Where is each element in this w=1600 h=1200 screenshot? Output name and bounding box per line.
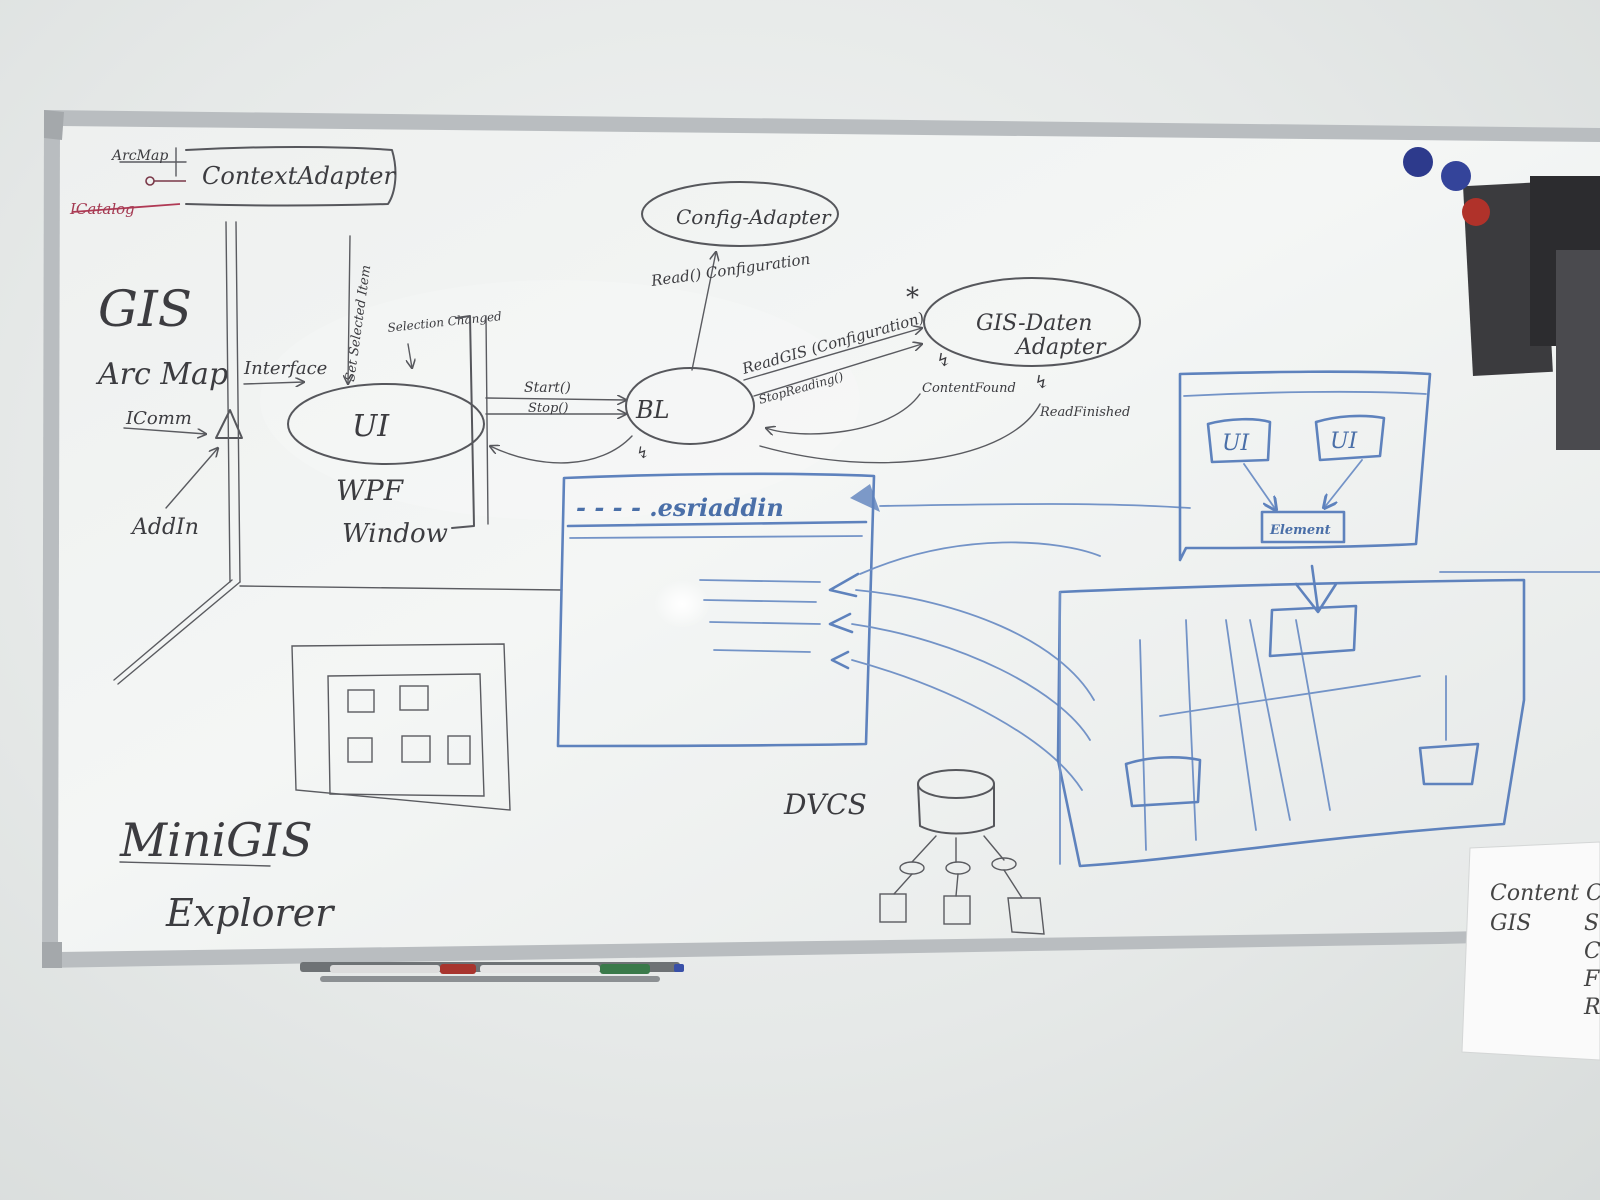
gis-data-adapter-ellipse — [923, 277, 1141, 367]
note-line-1: Content — [1490, 881, 1579, 906]
dvcs-label: DVCS — [783, 788, 867, 821]
gis-label: GIS — [98, 280, 192, 338]
window-label: Window — [342, 519, 448, 549]
magnet-blue-2 — [1441, 161, 1471, 191]
minigis-explorer-sketch: MiniGIS Explorer — [119, 643, 511, 935]
ui-left-label: UI — [1222, 431, 1251, 456]
bl-label: BL — [635, 396, 670, 424]
config-adapter-ellipse — [641, 181, 839, 247]
svg-text:R: R — [1583, 995, 1600, 1020]
svg-text:S: S — [1584, 911, 1599, 936]
ui-ellipse — [287, 383, 485, 465]
ui-label: UI — [352, 409, 390, 444]
addin-label: AddIn — [130, 515, 199, 540]
ui-right-label: UI — [1330, 429, 1359, 454]
stop-label: Stop() — [528, 401, 568, 416]
star-label: * — [906, 283, 919, 313]
context-adapter-label: ContextAdapter — [202, 162, 397, 190]
svg-text:C: C — [1584, 939, 1600, 964]
wpf-window-sketch: UI WPF Window — [287, 315, 489, 549]
explorer-label: Explorer — [165, 891, 336, 935]
gis-data-adapter: GIS-Daten Adapter * ↯ ↯ ContentFound Rea… — [906, 277, 1141, 420]
element-label: Element — [1269, 523, 1331, 538]
start-stop-arrows: Start() Stop() ↯ — [485, 380, 649, 464]
context-adapter-box: ArcMap ContextAdapter ICatalog — [69, 146, 397, 218]
svg-text:F: F — [1583, 967, 1600, 992]
gis-data-adapter-line1: GIS-Daten — [976, 311, 1092, 336]
minigis-label: MiniGIS — [119, 813, 313, 867]
arcmap-label: Arc Map — [95, 357, 228, 392]
perspective-lines — [113, 221, 563, 685]
svg-text:↯: ↯ — [936, 350, 951, 371]
gis-data-adapter-line2: Adapter — [1014, 335, 1107, 360]
light-glare — [654, 580, 710, 628]
magnet-red — [1462, 198, 1490, 226]
interface-label: Interface — [243, 358, 327, 379]
marker-tray — [300, 962, 684, 982]
icomm-label: IComm — [125, 408, 192, 429]
blue-room-sketch — [1056, 571, 1600, 868]
arcmap-small-label: ArcMap — [110, 148, 168, 164]
dvcs-sketch: DVCS — [783, 769, 1045, 935]
bl-ellipse — [625, 367, 755, 445]
svg-text:↯: ↯ — [1034, 372, 1049, 393]
esriaddin-window: - - - - .esriaddin — [556, 472, 880, 748]
wpf-label: WPF — [336, 474, 405, 507]
note-line-2: GIS — [1490, 911, 1531, 936]
catalog-red-label: ICatalog — [69, 200, 135, 218]
magnets-and-photos — [1403, 147, 1600, 450]
business-logic: BL — [625, 367, 755, 445]
esriaddin-title: - - - - .esriaddin — [576, 493, 784, 522]
svg-text:↯: ↯ — [636, 443, 649, 462]
start-label: Start() — [524, 380, 571, 396]
read-finished-label: ReadFinished — [1039, 405, 1130, 420]
svg-text:C: C — [1586, 881, 1600, 906]
paper-note: Content GIS C S C F R — [1461, 841, 1600, 1061]
config-adapter-label: Config-Adapter — [676, 205, 832, 229]
gis-arcmap-labels: GIS Arc Map IComm AddIn — [95, 280, 243, 540]
content-found-label: ContentFound — [922, 381, 1016, 396]
right-ui-panel: UI UI Element — [1178, 370, 1432, 614]
blue-connectors — [851, 503, 1191, 791]
whiteboard — [42, 110, 1600, 968]
magnet-blue-1 — [1403, 147, 1433, 177]
